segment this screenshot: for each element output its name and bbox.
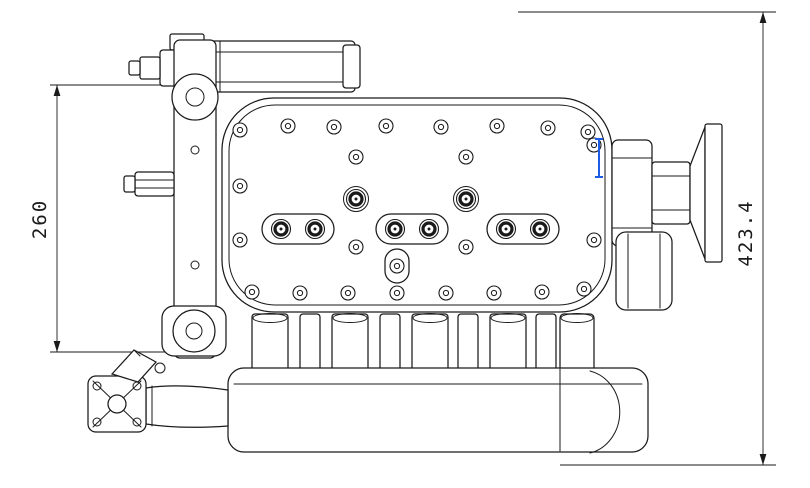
hex-fitting — [123, 171, 175, 197]
throttle-flange — [87, 375, 147, 433]
valve-cover — [221, 97, 613, 313]
dimension-left-arrow-bottom — [53, 341, 61, 352]
injector-bosses — [261, 186, 560, 284]
bell-flange — [689, 126, 706, 260]
throttle-spout — [110, 349, 166, 383]
side-canister — [615, 231, 673, 311]
dimension-right-arrow-top — [759, 12, 767, 23]
throttle-inlet-pipe — [145, 385, 229, 428]
intake-runners — [251, 313, 595, 379]
selected-edge-highlight — [595, 138, 603, 178]
dimension-left: 260 — [29, 84, 192, 353]
dimension-left-label: 260 — [29, 199, 51, 239]
intake-manifold — [227, 367, 649, 454]
cover-bolts — [232, 118, 602, 301]
dimension-right-arrow-bottom — [759, 454, 767, 465]
dimension-right-label: 423.4 — [735, 199, 757, 266]
throttle-body — [87, 349, 229, 433]
dimension-right: 423.4 — [518, 11, 776, 466]
mounting-bracket — [123, 39, 227, 359]
output-coupling — [611, 123, 723, 263]
dimension-left-arrow-top — [53, 85, 61, 96]
drive-motor — [128, 33, 361, 93]
